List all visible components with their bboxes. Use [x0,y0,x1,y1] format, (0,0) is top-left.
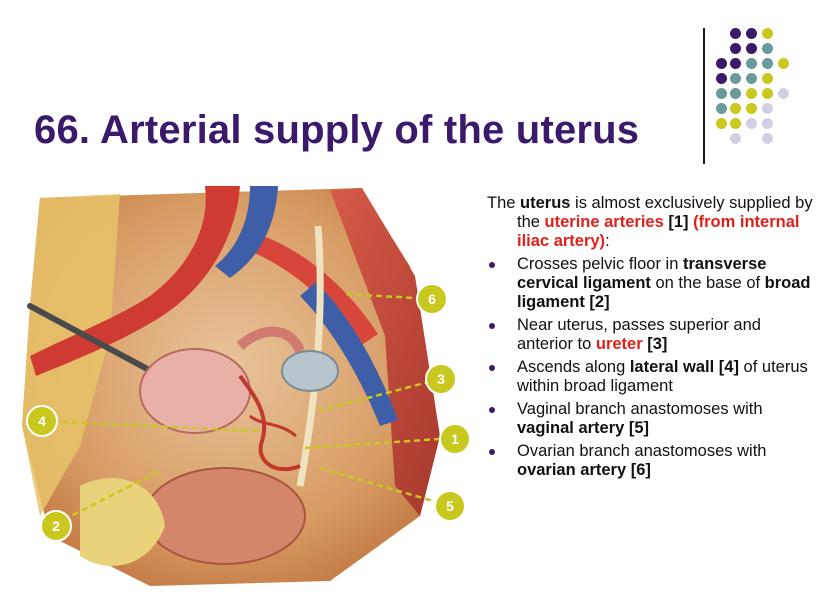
bullet-bold: [3] [642,335,668,353]
uterine-tube [236,326,305,354]
decorative-dot [762,28,773,39]
callout-3-number: 3 [437,371,445,387]
bullet-text: Ascends along [517,358,630,376]
decorative-dot [746,28,757,39]
callout-6: 6 [416,283,448,315]
bullet-item: Ovarian branch anastomoses with ovarian … [487,442,817,480]
intro-text-3: : [605,232,610,250]
decorative-dot [730,73,741,84]
decorative-dot [746,43,757,54]
external-iliac-vein [300,282,398,426]
callout-4: 4 [26,405,58,437]
slide-title: 66. Arterial supply of the uterus [34,108,640,152]
decorative-dot [746,73,757,84]
decorative-dot [746,58,757,69]
decorative-dot [730,88,741,99]
decorative-dot [730,43,741,54]
bullet-red: ureter [595,335,643,353]
decorative-dot [762,43,773,54]
callout-1-number: 1 [451,431,459,447]
bullet-bold: vaginal artery [5] [517,419,650,437]
decorative-dot [762,118,773,129]
decorative-dot [716,58,727,69]
intro-text-1: The [487,194,521,212]
bullet-bold: ovarian artery [6] [517,461,651,479]
bullet-bold: lateral wall [4] [629,358,739,376]
callout-4-leader [41,419,259,433]
bullet-item: Vaginal branch anastomoses with vaginal … [487,400,817,438]
intro-paragraph: The uterus is almost exclusively supplie… [487,194,817,251]
bullet-list: Crosses pelvic floor in transverse cervi… [487,255,817,480]
iliac-artery [30,186,240,376]
bullet-bold: broad ligament [2] [517,274,811,311]
callout-5: 5 [434,490,466,522]
bullet-text: Vaginal branch anastomoses with [517,400,763,418]
callout-5-number: 5 [446,498,454,514]
decorative-dot [730,103,741,114]
callout-1-leader [304,437,441,450]
decorative-dot [716,88,727,99]
ovary-shape [281,350,339,392]
intro-uterus: uterus [520,194,571,212]
decorative-dot [778,58,789,69]
callout-6-number: 6 [428,291,436,307]
pelvic-wall-muscle [330,188,440,516]
decorative-dot [730,133,741,144]
bullet-text: Near uterus, passes superior and anterio… [517,316,761,353]
uterine-artery-branch [249,414,297,438]
decorative-dot [730,118,741,129]
decorative-dot [762,58,773,69]
description-panel: The uterus is almost exclusively supplie… [487,194,817,484]
decorative-dot [730,58,741,69]
bullet-text: of uterus within broad ligament [517,358,808,395]
uterus-artery-drawing: 1 2 3 4 5 6 [22,186,471,586]
uterine-artery-path [238,374,301,472]
anatomical-illustration: 1 2 3 4 5 6 [0,186,480,598]
bullet-text: on the base of [650,274,765,292]
intro-uterine-arteries: uterine arteries [544,213,664,231]
uterus-body [139,348,251,434]
intro-internal-iliac: (from internal iliac artery) [517,213,800,250]
decorative-dot [716,118,727,129]
decorative-dot [716,73,727,84]
bullet-item: Crosses pelvic floor in transverse cervi… [487,255,817,312]
decorative-dot [762,133,773,144]
decorative-dot [778,88,789,99]
intro-text-2: is almost exclusively supplied by the [517,194,813,231]
callout-3-leader [317,377,441,413]
bladder-vagina-region [144,467,306,565]
intro-ref-1: [1] [663,213,694,231]
callout-3: 3 [425,363,457,395]
callout-1: 1 [439,423,471,455]
title-divider-line [703,28,705,164]
callout-5-leader [319,466,451,508]
decorative-dot [746,88,757,99]
decorative-dot [746,103,757,114]
callout-4-number: 4 [38,413,46,429]
decorative-dot [762,88,773,99]
callout-2-number: 2 [52,518,60,534]
decorative-dot-grid [716,28,806,148]
decorative-dot [762,103,773,114]
decorative-dot [716,103,727,114]
iliac-vein [215,186,278,278]
decorative-dot [730,28,741,39]
callout-2: 2 [40,510,72,542]
bullet-item: Near uterus, passes superior and anterio… [487,316,817,354]
bullet-text: Ovarian branch anastomoses with [517,442,767,460]
bullet-text: Crosses pelvic floor in [517,255,683,273]
decorative-dot [746,118,757,129]
decorative-dot [762,73,773,84]
bullet-item: Ascends along lateral wall [4] of uterus… [487,358,817,396]
bullet-bold: transverse cervical ligament [517,255,767,292]
